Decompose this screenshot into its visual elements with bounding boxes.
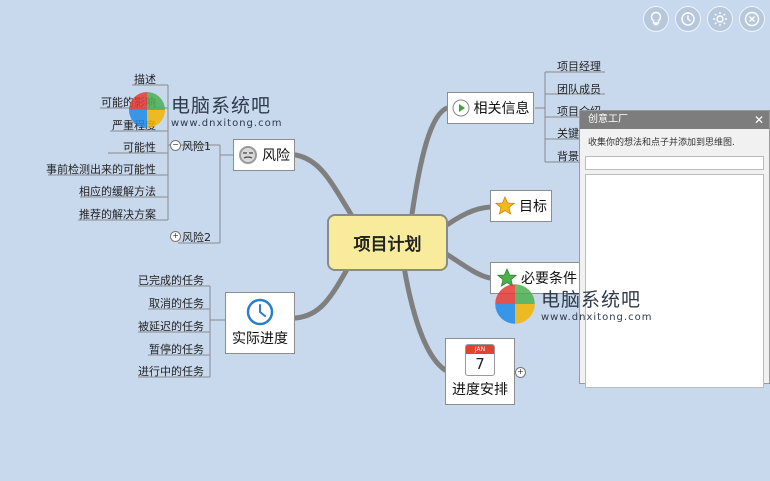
goal-topic-node[interactable]: 目标 — [490, 190, 552, 222]
watermark-logo-icon — [129, 92, 165, 128]
schedule-topic-node[interactable]: JAN 7 进度安排 — [445, 338, 515, 405]
watermark-logo-icon — [495, 284, 535, 324]
progress-item-delayed[interactable]: 被延迟的任务 — [138, 320, 204, 333]
info-item-background[interactable]: 背景 — [557, 150, 579, 163]
lightbulb-icon — [650, 11, 662, 26]
timer-icon — [681, 12, 695, 26]
star-icon — [495, 196, 515, 215]
risk1-topic[interactable]: 风险1 — [182, 140, 211, 153]
progress-item-completed[interactable]: 已完成的任务 — [138, 274, 204, 287]
risk-item-description[interactable]: 描述 — [134, 73, 156, 86]
panel-description: 收集你的想法和点子并添加到思维图. — [588, 138, 735, 148]
settings-button[interactable] — [707, 6, 733, 32]
panel-header: 创意工厂 ✕ — [580, 111, 769, 129]
idea-notes-area[interactable] — [585, 174, 764, 388]
star-green-icon — [497, 268, 517, 287]
lightbulb-button[interactable] — [643, 6, 669, 32]
risk2-topic[interactable]: 风险2 — [182, 231, 211, 244]
close-icon — [744, 11, 760, 27]
idea-factory-panel: 创意工厂 ✕ 收集你的想法和点子并添加到思维图. — [579, 110, 770, 388]
progress-topic-label: 实际进度 — [232, 331, 288, 347]
clock-button[interactable] — [675, 6, 701, 32]
panel-close-icon[interactable]: ✕ — [753, 113, 764, 127]
panel-title: 创意工厂 — [588, 114, 628, 125]
risk-face-icon — [239, 146, 257, 164]
info-item-manager[interactable]: 项目经理 — [557, 60, 601, 73]
risk2-expand-toggle[interactable]: + — [170, 231, 181, 242]
info-item-team[interactable]: 团队成员 — [557, 83, 601, 96]
progress-item-cancelled[interactable]: 取消的任务 — [149, 297, 204, 310]
risk-topic-label: 风险 — [262, 148, 290, 164]
calendar-month: JAN — [466, 345, 494, 354]
progress-topic-node[interactable]: 实际进度 — [225, 292, 295, 354]
progress-item-paused[interactable]: 暂停的任务 — [149, 343, 204, 356]
close-button[interactable] — [739, 6, 765, 32]
risk-item-solution[interactable]: 推荐的解决方案 — [79, 208, 156, 221]
schedule-expand-toggle[interactable]: + — [515, 367, 526, 378]
idea-input[interactable] — [585, 156, 764, 170]
calendar-icon: JAN 7 — [465, 344, 495, 376]
risk1-collapse-toggle[interactable]: − — [170, 140, 181, 151]
central-topic-label: 项目计划 — [353, 235, 422, 255]
watermark-title: 电脑系统吧 — [541, 289, 642, 311]
watermark-top: 电脑系统吧 www.dnxitong.com — [127, 90, 282, 130]
goal-topic-label: 目标 — [519, 199, 547, 215]
watermark-title: 电脑系统吧 — [171, 95, 272, 117]
risk-item-mitigation[interactable]: 相应的缓解方法 — [79, 185, 156, 198]
central-topic-node[interactable]: 项目计划 — [327, 214, 448, 271]
risk-item-detectability[interactable]: 事前检测出来的可能性 — [46, 163, 156, 176]
watermark-bottom: 电脑系统吧 www.dnxitong.com — [493, 282, 652, 326]
risk-topic-node[interactable]: 风险 — [233, 139, 295, 171]
watermark-url: www.dnxitong.com — [541, 312, 653, 323]
info-topic-node[interactable]: 相关信息 — [447, 92, 534, 124]
requirements-topic-label: 必要条件 — [521, 271, 577, 287]
gear-icon — [713, 12, 727, 26]
calendar-day: 7 — [475, 355, 485, 373]
progress-item-in-progress[interactable]: 进行中的任务 — [138, 365, 204, 378]
watermark-url: www.dnxitong.com — [171, 118, 283, 129]
clock-icon — [246, 298, 274, 326]
play-icon — [452, 99, 469, 117]
risk-item-probability[interactable]: 可能性 — [123, 141, 156, 154]
info-item-key[interactable]: 关键 — [557, 127, 579, 140]
schedule-topic-label: 进度安排 — [452, 382, 508, 398]
info-topic-label: 相关信息 — [473, 101, 530, 117]
